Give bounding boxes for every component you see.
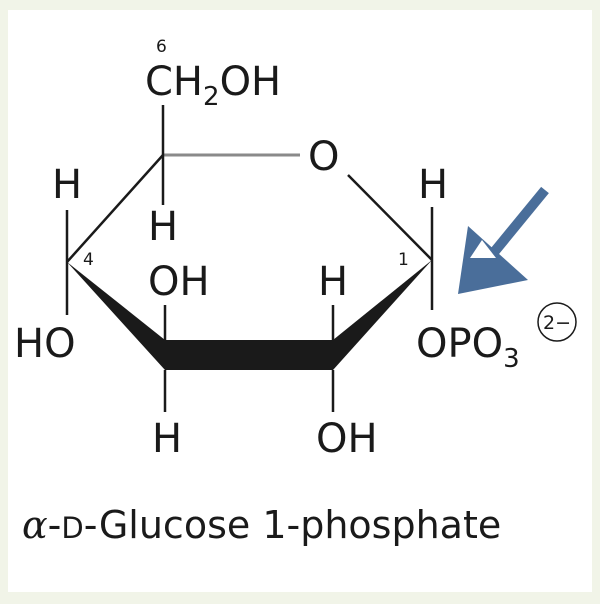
ch2oh-ch: CH — [145, 59, 203, 105]
carbon-number-6: 6 — [156, 37, 167, 57]
caption-dash: - — [48, 503, 62, 547]
wedge-c4-c3 — [67, 262, 165, 370]
bond-o-c1 — [347, 174, 433, 261]
caption-rest: -Glucose 1-phosphate — [84, 503, 502, 547]
c1-hydrogen: H — [418, 162, 448, 208]
phosphate-label: OPO3 — [416, 321, 520, 374]
charge-label: 2− — [543, 312, 571, 334]
carbon-number-1: 1 — [398, 250, 409, 270]
ch2oh-subscript: 2 — [203, 82, 220, 112]
arrow-pointing-down-left-icon — [458, 186, 549, 294]
c4-hydrogen: H — [52, 162, 82, 208]
c2-hydrogen: H — [318, 259, 348, 305]
ch2oh-oh: OH — [220, 59, 282, 105]
compound-name-caption: α-D-Glucose 1-phosphate — [22, 503, 501, 547]
bond-c5-c4 — [66, 154, 164, 263]
caption-alpha: α — [22, 503, 48, 547]
caption-d-smallcaps: D — [61, 511, 83, 545]
phosphate-opo: OPO — [416, 321, 503, 367]
ch2oh-label: CH2OH — [145, 59, 281, 112]
c3-hydroxyl: OH — [148, 259, 210, 305]
charge-circle — [537, 302, 577, 342]
phosphate-subscript: 3 — [503, 344, 520, 374]
ring-oxygen: O — [308, 134, 339, 180]
c3-hydrogen: H — [152, 416, 182, 462]
wedge-c2-c1 — [333, 260, 432, 370]
c2-hydroxyl: OH — [316, 416, 378, 462]
c5-hydrogen: H — [148, 204, 178, 250]
c4-hydroxyl: HO — [14, 321, 76, 367]
bold-bond-c3-c2 — [165, 340, 333, 370]
carbon-number-4: 4 — [83, 250, 94, 270]
